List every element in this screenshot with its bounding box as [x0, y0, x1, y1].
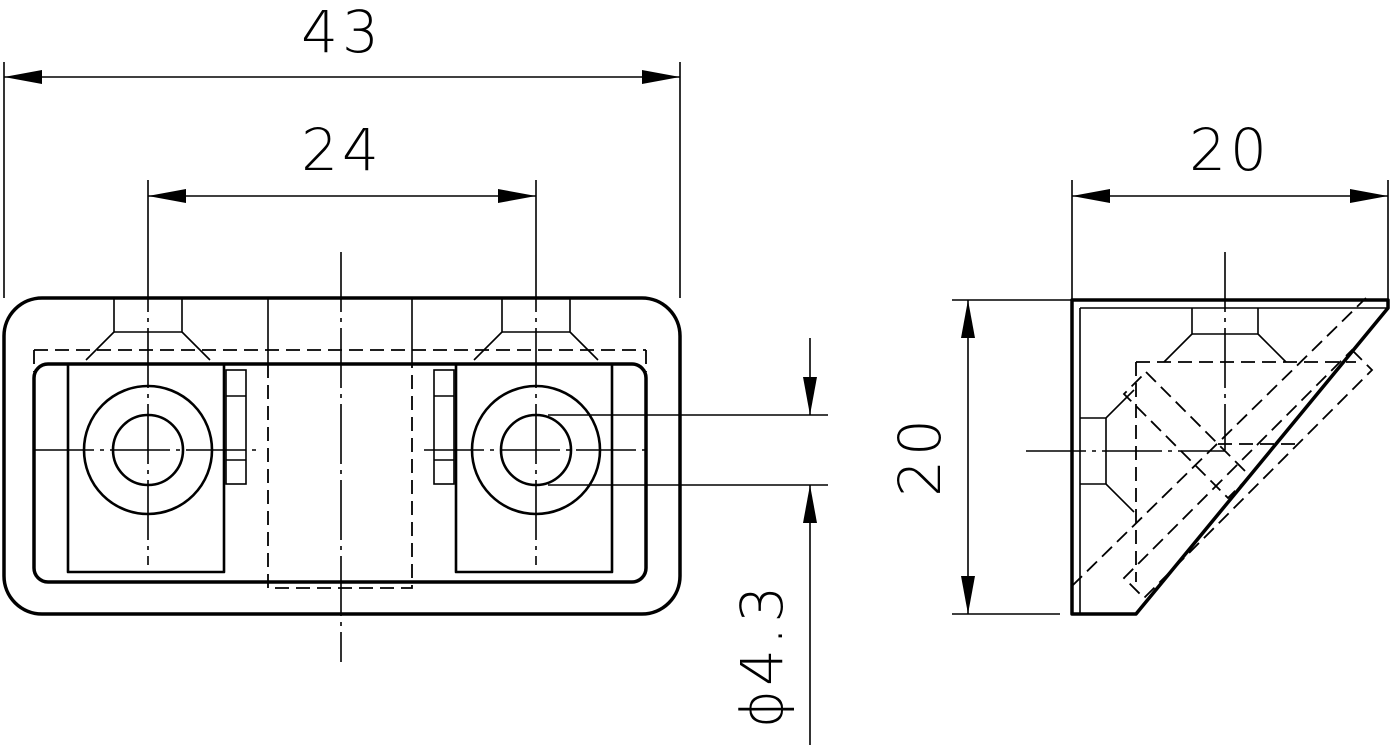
dim-label-overall-width: 43: [301, 0, 383, 66]
front-outer-outline: [2, 296, 682, 616]
side-slots: [1080, 308, 1287, 513]
dimension-hole-spacing: 24: [147, 116, 537, 252]
left-nut-block: [66, 362, 247, 574]
dim-label-hole-diameter: ϕ4.3: [728, 582, 796, 729]
front-hidden-lines: [33, 349, 647, 589]
dimension-overall-width: 43: [3, 0, 681, 298]
front-center-lines: [34, 252, 646, 662]
dim-label-hole-spacing: 24: [301, 116, 383, 184]
dim-label-side-width: 20: [1189, 116, 1271, 184]
front-top-slots: [85, 298, 599, 364]
right-nut-block: [433, 362, 614, 574]
dimension-side-height: 20: [886, 299, 1072, 615]
dimension-side-width: 20: [1071, 116, 1389, 300]
dim-label-side-height: 20: [886, 415, 954, 497]
side-view: [1026, 252, 1390, 616]
front-inner-recess: [32, 362, 648, 584]
front-view: [2, 252, 682, 662]
side-hidden-lines: [1071, 297, 1374, 600]
side-center-lines: [1026, 252, 1226, 452]
dimension-hole-diameter: ϕ4.3: [548, 338, 828, 745]
side-outer-outline: [1070, 298, 1390, 616]
